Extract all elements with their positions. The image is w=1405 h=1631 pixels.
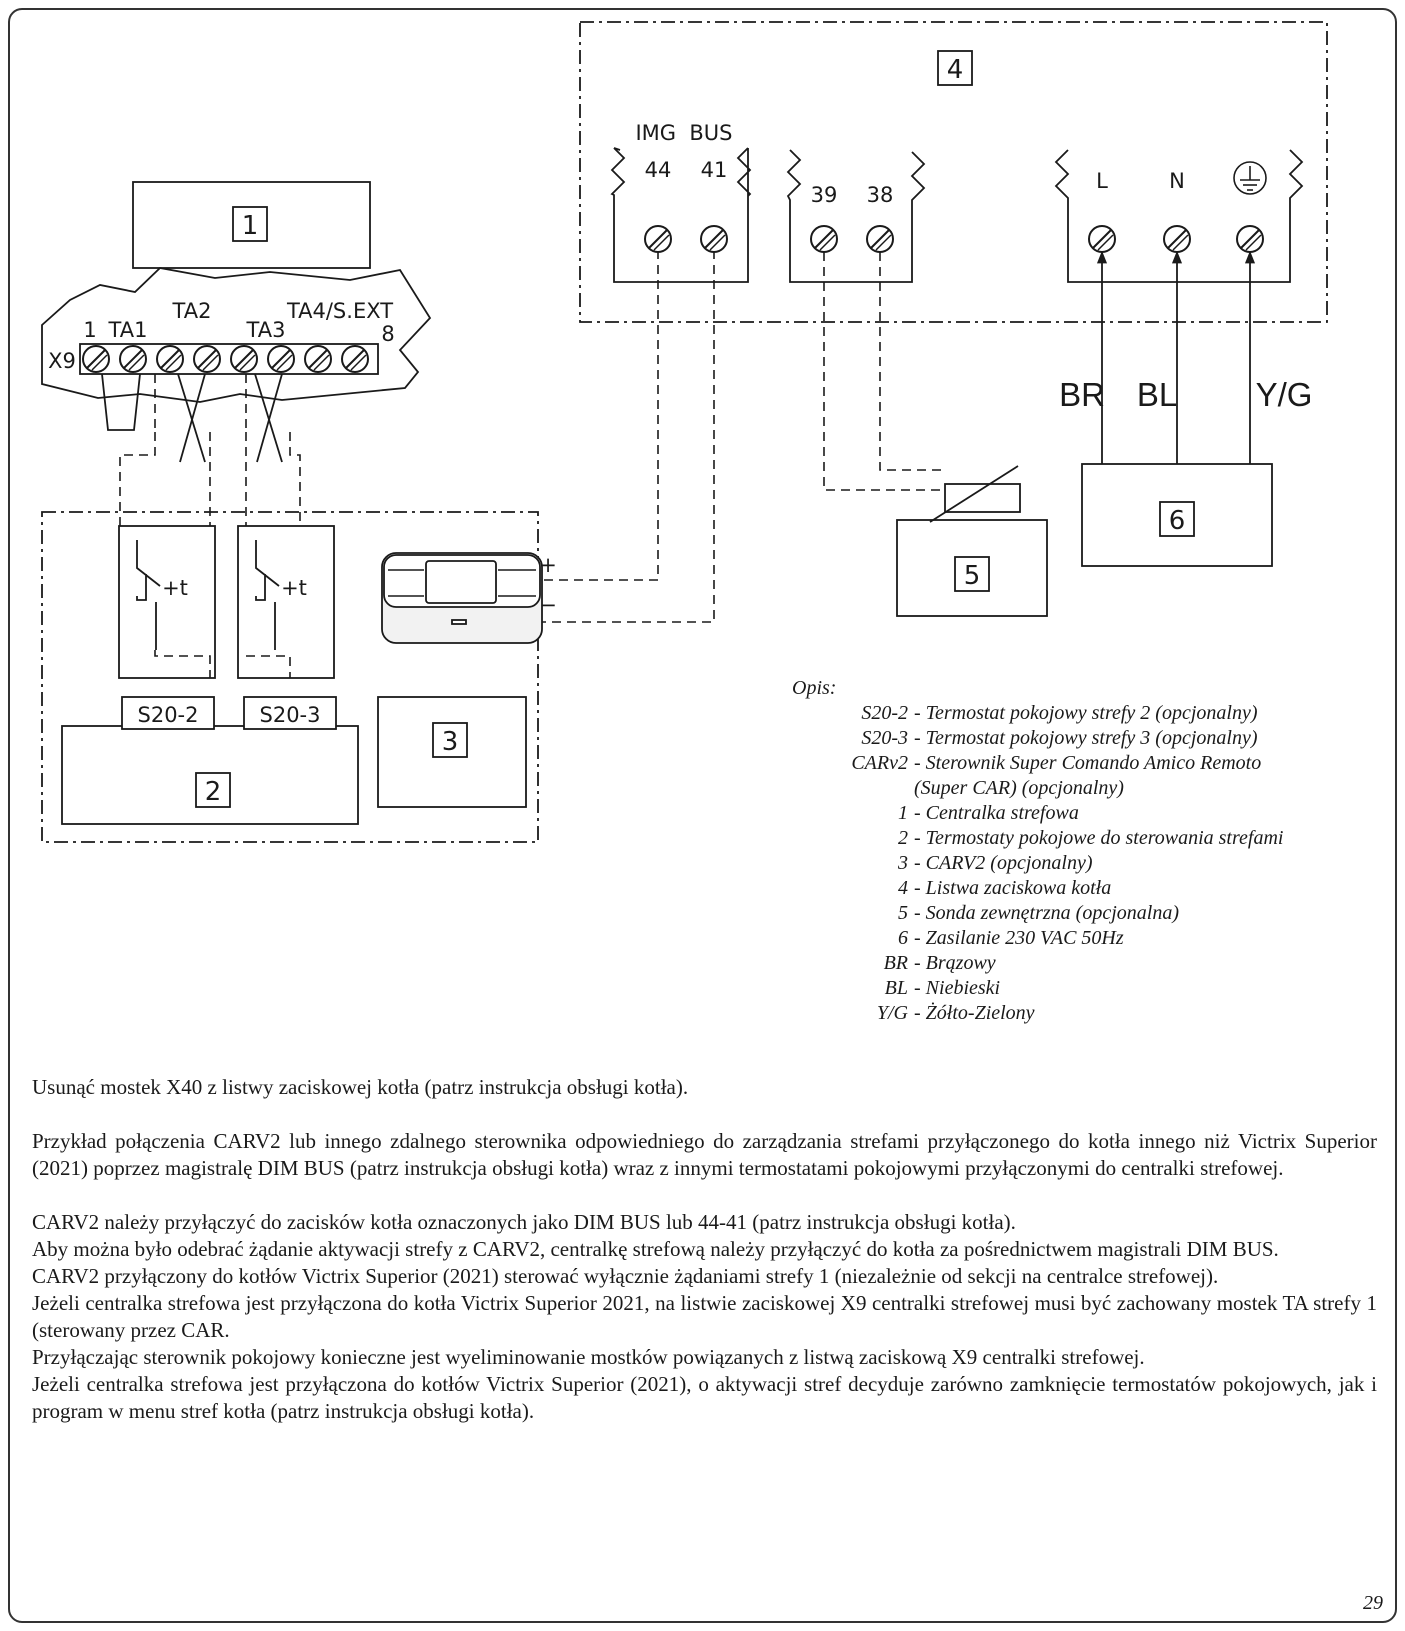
thermostat-s20-2-label: S20-2 [138, 703, 199, 727]
terminal-39: 39 [811, 183, 838, 207]
legend-row: 4Listwa zaciskowa kotła [760, 876, 1380, 901]
strip-start: 1 [83, 318, 96, 342]
legend-desc: CARV2 (opcjonalny) [908, 851, 1380, 876]
wire-label-br: BR [1059, 376, 1105, 413]
legend-title: Opis: [792, 677, 837, 699]
strip-end: 8 [381, 322, 394, 346]
paragraph-1: Usunąć mostek X40 z listwy zaciskowej ko… [32, 1075, 689, 1099]
page-frame [8, 8, 1397, 1623]
legend-key: Y/G [876, 1002, 908, 1024]
strip-id: X9 [48, 349, 76, 373]
strip-ta4: TA4/S.EXT [286, 299, 393, 323]
legend-row: S20-3Termostat pokojowy strefy 3 (opcjon… [760, 726, 1380, 751]
legend-row: BLNiebieski [760, 976, 1380, 1001]
legend-row: BRBrązowy [760, 951, 1380, 976]
car-device-icon [381, 552, 543, 644]
legend-key: S20-2 [861, 702, 908, 724]
paragraph-2: Przykład połączenia CARV2 lub innego zda… [32, 1129, 1377, 1180]
paragraph-3: CARV2 należy przyłączyć do zacisków kotł… [32, 1210, 1016, 1234]
legend-desc: (Super CAR) (opcjonalny) [914, 777, 1124, 799]
legend-row: (Super CAR) (opcjonalny) [760, 776, 1380, 801]
strip-ta1: TA1 [108, 318, 148, 342]
box-label-6: 6 [1169, 506, 1186, 536]
legend-key: 6 [898, 927, 908, 949]
zone-strip-body [41, 267, 432, 403]
legend-row: 5Sonda zewnętrzna (opcjonalna) [760, 901, 1380, 926]
car-box [377, 696, 527, 808]
legend-desc: Sonda zewnętrzna (opcjonalna) [908, 901, 1380, 926]
paragraph-7: Przyłączając sterownik pokojowy konieczn… [32, 1345, 1145, 1369]
terminal-n: N [1169, 169, 1185, 193]
legend-row: 2Termostaty pokojowe do sterowania stref… [760, 826, 1380, 851]
wire-label-bl: BL [1137, 376, 1177, 413]
legend-row: S20-2Termostat pokojowy strefy 2 (opcjon… [760, 701, 1380, 726]
thermostat-area [41, 511, 539, 843]
boiler-terminal-area [579, 21, 1328, 323]
box-label-5: 5 [964, 561, 981, 591]
legend-desc: Żółto-Zielony [908, 1001, 1380, 1026]
thermostat-s20-3-label: S20-3 [260, 703, 321, 727]
legend-desc: Termostaty pokojowe do sterowania strefa… [908, 826, 1380, 851]
legend-row: CARv2Sterownik Super Comando Amico Remot… [760, 751, 1380, 776]
bus-terminal-block [610, 147, 752, 283]
terminal-l: L [1096, 169, 1108, 193]
legend-key: 5 [898, 902, 908, 924]
legend-desc: Centralka strefowa [908, 801, 1380, 826]
legend-desc: Zasilanie 230 VAC 50Hz [908, 926, 1380, 951]
paragraph-4: Aby można było odebrać żądanie aktywacji… [32, 1237, 1279, 1261]
body-text: Usunąć mostek X40 z listwy zaciskowej ko… [32, 1074, 1377, 1425]
paragraph-5: CARV2 przyłączony do kotłów Victrix Supe… [32, 1264, 1219, 1288]
legend-row: Y/GŻółto-Zielony [760, 1001, 1380, 1026]
zone-controller-box [132, 181, 371, 269]
terminal-41: 41 [701, 158, 728, 182]
thermostat-symbol-2: +t [281, 576, 307, 600]
legend-key: CARv2 [851, 752, 908, 774]
thermostat-s20-3 [237, 525, 335, 679]
legend: Opis: S20-2Termostat pokojowy strefy 2 (… [760, 676, 1380, 1026]
legend-row: 1Centralka strefowa [760, 801, 1380, 826]
strip-ta2: TA2 [172, 299, 212, 323]
legend-desc: Termostat pokojowy strefy 3 (opcjonalny) [908, 726, 1380, 751]
polarity-minus: − [539, 593, 557, 617]
legend-key: BR [883, 952, 908, 974]
thermostat-s20-2 [118, 525, 216, 679]
legend-row: 6Zasilanie 230 VAC 50Hz [760, 926, 1380, 951]
thermostat-symbol-1: +t [162, 576, 188, 600]
probe-terminal-block [786, 149, 926, 283]
legend-desc: Sterownik Super Comando Amico Remoto [908, 751, 1380, 776]
legend-desc: Niebieski [908, 976, 1380, 1001]
paragraph-6: Jeżeli centralka strefowa jest przyłączo… [32, 1291, 1377, 1342]
legend-row: 3CARV2 (opcjonalny) [760, 851, 1380, 876]
box-label-2: 2 [205, 777, 222, 807]
legend-desc: Brązowy [908, 951, 1380, 976]
legend-desc: Listwa zaciskowa kotła [908, 876, 1380, 901]
wire-label-yg: Y/G [1256, 376, 1313, 413]
legend-key: S20-3 [861, 727, 908, 749]
legend-key: 2 [898, 827, 908, 849]
terminal-44: 44 [645, 158, 672, 182]
legend-desc: Termostat pokojowy strefy 2 (opcjonalny) [908, 701, 1380, 726]
legend-key: 3 [898, 852, 908, 874]
img-bus-label: IMG BUS [635, 121, 732, 145]
box-label-1: 1 [242, 211, 259, 241]
legend-key: 1 [898, 802, 908, 824]
ground-icon [1233, 161, 1267, 195]
terminal-38: 38 [867, 183, 894, 207]
legend-key: 4 [898, 877, 908, 899]
terminal-screws [82, 225, 1264, 373]
strip-ta3: TA3 [246, 318, 286, 342]
legend-key [760, 776, 908, 801]
paragraph-8: Jeżeli centralka strefowa jest przyłączo… [32, 1372, 1377, 1423]
box-label-3: 3 [442, 727, 459, 757]
page-number: 29 [1363, 1592, 1383, 1614]
power-terminal-block [1054, 149, 1304, 283]
legend-key: BL [884, 977, 908, 999]
polarity-plus: + [539, 553, 557, 577]
outdoor-probe-box [896, 519, 1048, 617]
box-label-4: 4 [947, 55, 964, 85]
